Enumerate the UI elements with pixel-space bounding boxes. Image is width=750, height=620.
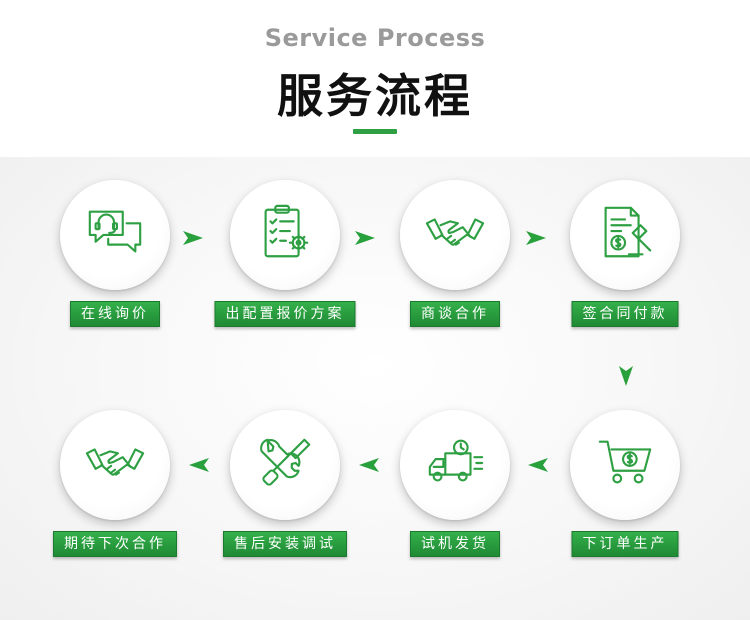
step-label: 商谈合作 <box>410 301 500 327</box>
step-contract-payment: 签合同付款 <box>550 180 700 350</box>
title-underline <box>353 129 397 134</box>
step-label: 出配置报价方案 <box>214 301 356 327</box>
step-quote-plan: 出配置报价方案 <box>210 180 360 350</box>
step-order-production: 下订单生产 <box>550 410 700 580</box>
handshake-icon <box>424 202 486 268</box>
step-test-shipping: 试机发货 <box>380 410 530 580</box>
step-next-cooperation: 期待下次合作 <box>40 410 190 580</box>
step-circle <box>570 180 680 290</box>
step-label: 期待下次合作 <box>53 531 177 557</box>
step-circle <box>570 410 680 520</box>
step-circle <box>60 180 170 290</box>
page-title: 服务流程 <box>277 69 473 123</box>
step-circle <box>60 410 170 520</box>
step-label: 签合同付款 <box>571 301 679 327</box>
step-circle <box>400 410 510 520</box>
clipboard-gear-icon <box>254 202 316 268</box>
delivery-truck-icon <box>424 432 486 498</box>
arrow-left-icon <box>524 455 550 475</box>
step-circle <box>230 410 340 520</box>
arrow-left-icon <box>355 455 381 475</box>
wrench-screwdriver-icon <box>254 432 316 498</box>
step-circle <box>400 180 510 290</box>
step-label: 在线询价 <box>70 301 160 327</box>
step-circle <box>230 180 340 290</box>
arrow-down-icon <box>616 364 636 390</box>
arrow-left-icon <box>185 455 211 475</box>
header: Service Process 服务流程 <box>0 0 750 150</box>
step-label: 下订单生产 <box>571 531 679 557</box>
subtitle: Service Process <box>264 24 486 52</box>
arrow-right-icon <box>353 228 379 248</box>
step-label: 售后安装调试 <box>223 531 347 557</box>
step-label: 试机发货 <box>410 531 500 557</box>
step-online-inquiry: 在线询价 <box>40 180 190 350</box>
handshake-icon <box>84 432 146 498</box>
shopping-cart-icon <box>594 432 656 498</box>
step-negotiate: 商谈合作 <box>380 180 530 350</box>
arrow-right-icon <box>181 228 207 248</box>
contract-gavel-icon <box>594 202 656 268</box>
arrow-right-icon <box>524 228 550 248</box>
step-after-sales: 售后安装调试 <box>210 410 360 580</box>
chat-headset-icon <box>84 202 146 268</box>
